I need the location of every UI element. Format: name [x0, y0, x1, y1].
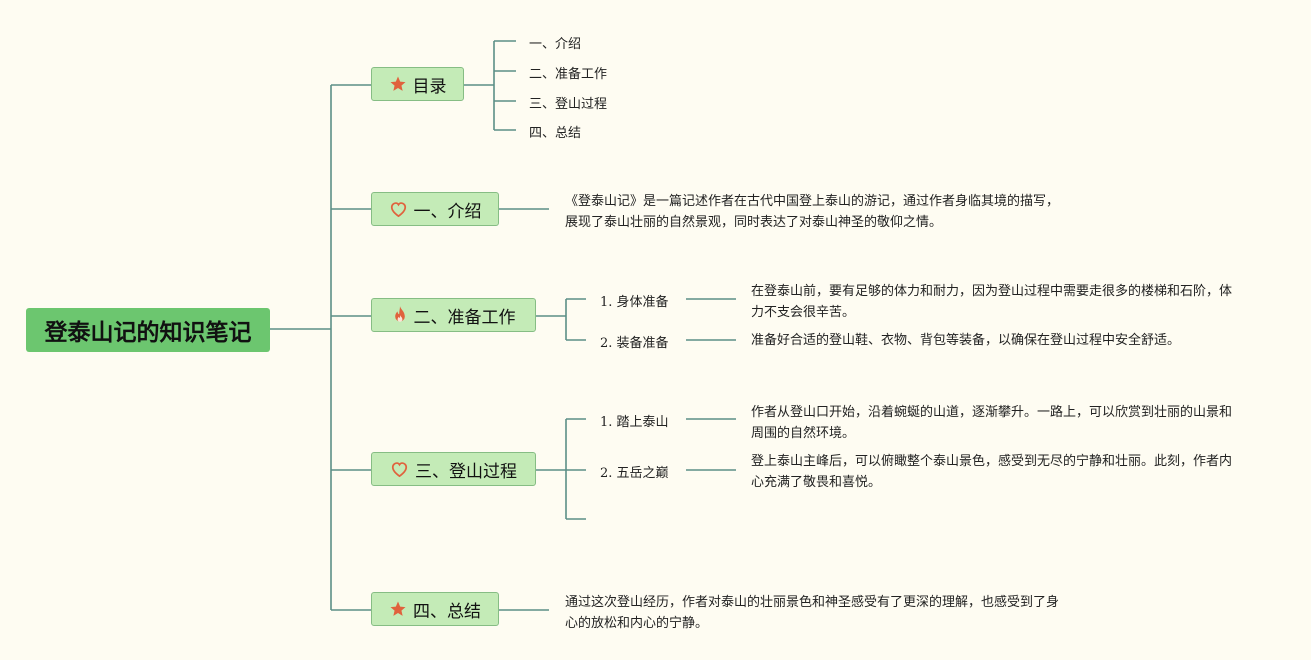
branch-summary-label: 四、总结	[413, 601, 481, 622]
prep-sub-2[interactable]: 2. 装备准备	[600, 336, 669, 351]
branch-summary[interactable]: 四、总结	[371, 592, 499, 626]
prep-sub-2-description: 准备好合适的登山鞋、衣物、背包等装备，以确保在登山过程中安全舒适。	[751, 333, 1181, 348]
toc-item-4[interactable]: 四、总结	[529, 126, 582, 141]
branch-intro-label: 一、介绍	[413, 201, 482, 222]
root-node[interactable]: 登泰山记的知识笔记	[26, 308, 270, 352]
branch-intro[interactable]: 一、介绍	[371, 192, 499, 226]
branch-prep[interactable]: 二、准备工作	[371, 298, 536, 332]
toc-item-3[interactable]: 三、登山过程	[529, 97, 608, 112]
prep-sub-1[interactable]: 1. 身体准备	[600, 295, 669, 310]
prep-sub-1-description: 在登泰山前，要有足够的体力和耐力，因为登山过程中需要走很多的楼梯和石阶，体力不支…	[751, 284, 1233, 320]
heart-icon	[389, 200, 408, 218]
toc-item-2[interactable]: 二、准备工作	[529, 67, 608, 82]
branch-climb-label: 三、登山过程	[415, 461, 517, 482]
toc-item-1[interactable]: 一、介绍	[529, 37, 582, 52]
heart-icon	[390, 460, 409, 478]
branch-toc[interactable]: 目录	[371, 67, 464, 101]
star-icon	[389, 600, 407, 618]
fire-icon	[392, 305, 408, 325]
climb-sub-1[interactable]: 1. 踏上泰山	[600, 415, 669, 430]
branch-climb[interactable]: 三、登山过程	[371, 452, 536, 486]
branch-prep-label: 二、准备工作	[413, 307, 516, 328]
branch-toc-label: 目录	[412, 76, 447, 97]
intro-description: 《登泰山记》是一篇记述作者在古代中国登上泰山的游记，通过作者身临其境的描写，展现…	[565, 194, 1060, 230]
climb-sub-1-description: 作者从登山口开始，沿着蜿蜒的山道，逐渐攀升。一路上，可以欣赏到壮丽的山景和周围的…	[751, 405, 1233, 441]
summary-description: 通过这次登山经历，作者对泰山的壮丽景色和神圣感受有了更深的理解，也感受到了身心的…	[565, 595, 1060, 631]
root-title: 登泰山记的知识笔记	[44, 320, 252, 346]
climb-sub-2-description: 登上泰山主峰后，可以俯瞰整个泰山景色，感受到无尽的宁静和壮丽。此刻，作者内心充满…	[751, 454, 1233, 490]
climb-sub-2[interactable]: 2. 五岳之巅	[600, 466, 669, 481]
star-icon	[389, 75, 407, 93]
